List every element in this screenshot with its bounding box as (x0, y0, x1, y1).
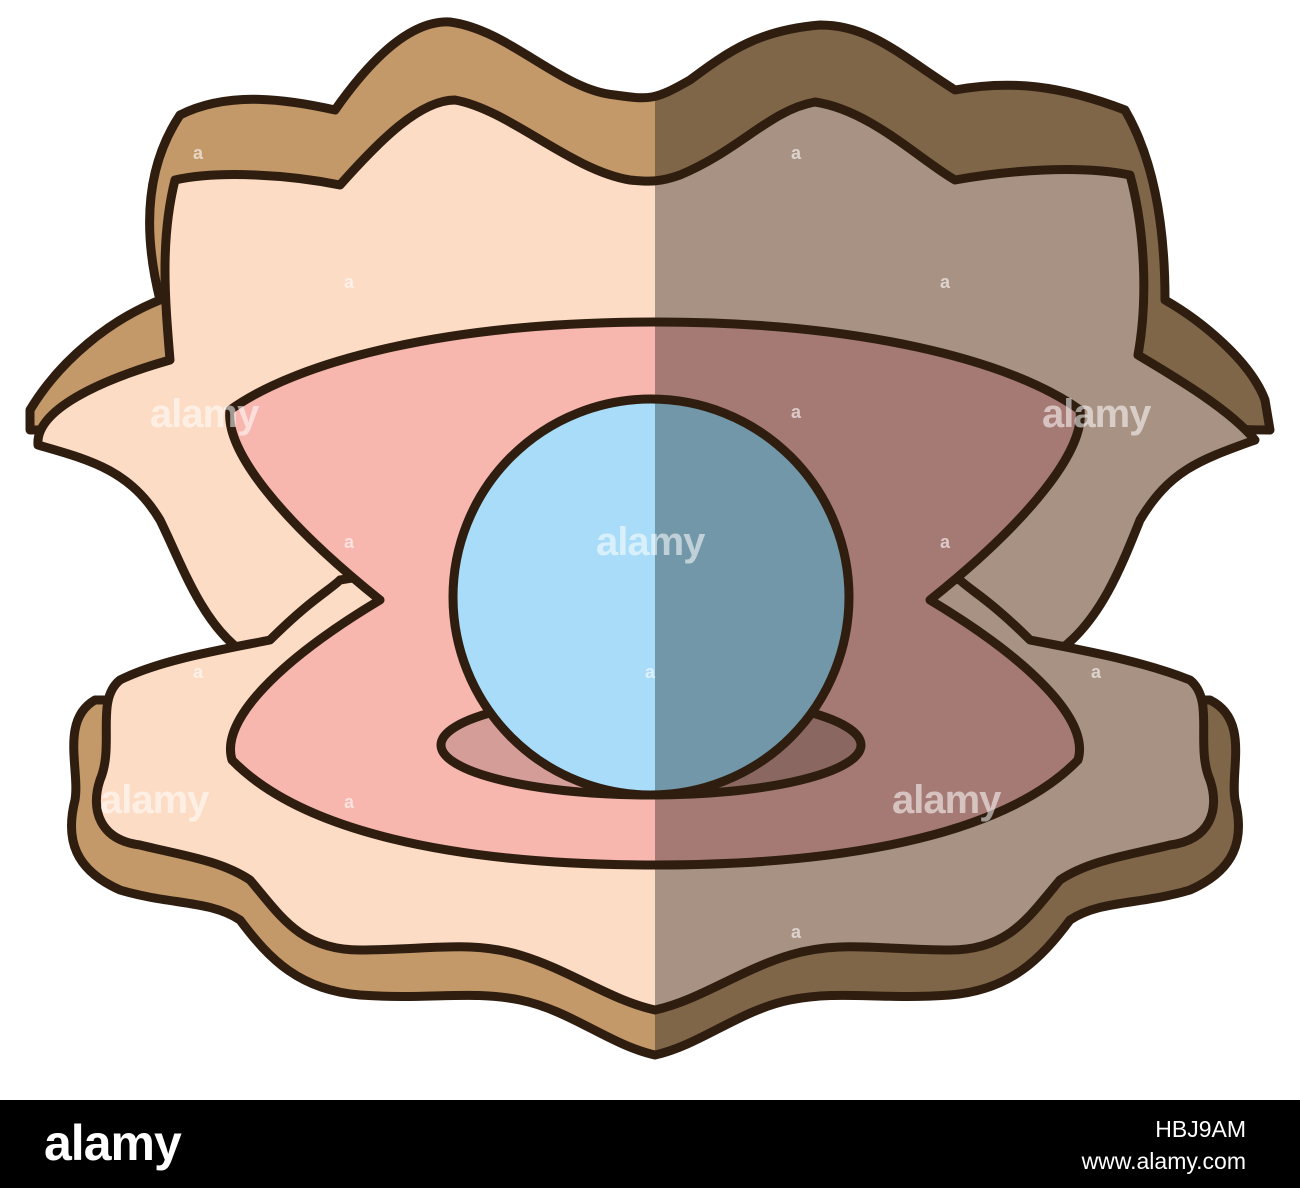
watermark-mark: a (344, 532, 355, 552)
watermark-mark: a (940, 532, 951, 552)
watermark-mark: a (791, 143, 802, 163)
watermark-mark: a (193, 143, 204, 163)
watermark-brand: alamy (1042, 392, 1151, 436)
watermark-mark: a (791, 922, 802, 942)
pearl (448, 394, 854, 800)
footer-image-id: HBJ9AM (1155, 1116, 1246, 1142)
watermark-mark: a (645, 662, 656, 682)
watermark-brand: alamy (100, 778, 209, 822)
footer-logo: alamy (44, 1115, 182, 1171)
watermark-brand: alamy (150, 392, 259, 436)
watermark-mark: a (1091, 662, 1102, 682)
watermark-mark: a (344, 792, 355, 812)
stock-footer-bar: alamy HBJ9AM www.alamy.com (0, 1100, 1300, 1188)
watermark-mark: a (193, 922, 204, 942)
watermark-mark: a (791, 402, 802, 422)
watermark-mark: a (344, 272, 355, 292)
watermark-brand: alamy (596, 520, 705, 564)
shell-with-pearl-illustration (0, 0, 1300, 1100)
footer-url: www.alamy.com (1081, 1148, 1246, 1174)
watermark-mark: a (940, 272, 951, 292)
watermark-brand: alamy (892, 778, 1001, 822)
watermark-mark: a (193, 662, 204, 682)
